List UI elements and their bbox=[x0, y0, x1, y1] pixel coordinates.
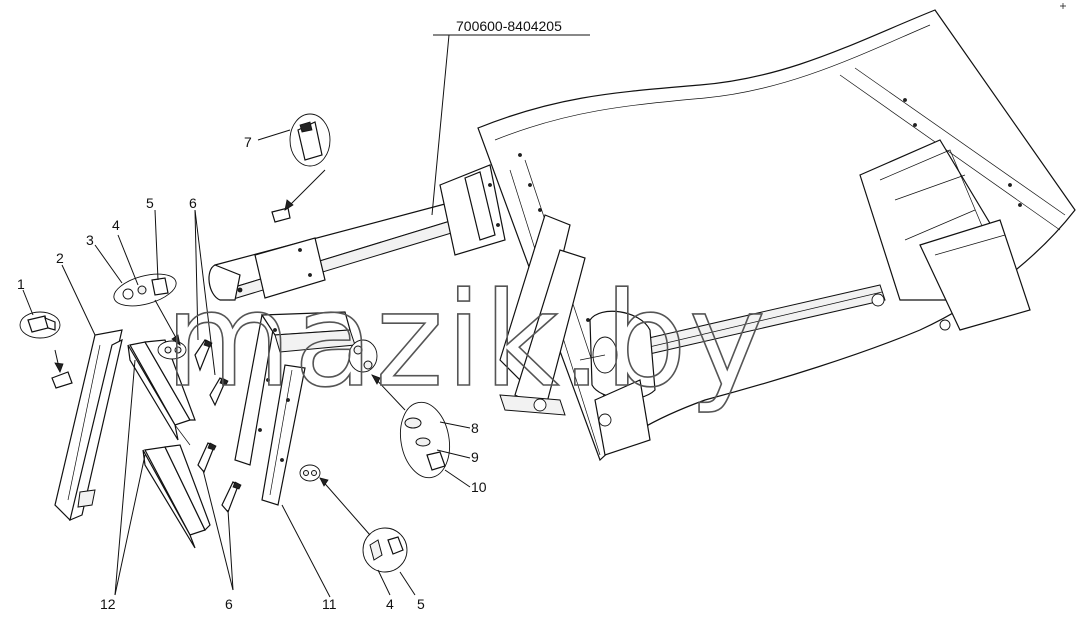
nut-4-5-lower bbox=[362, 527, 408, 573]
callout-2: 2 bbox=[56, 250, 64, 266]
fastener-set-8-9-10 bbox=[348, 339, 450, 479]
bolt-1 bbox=[19, 311, 73, 389]
assembly-number-label: 700600-8404205 bbox=[456, 18, 562, 34]
callout-1: 1 bbox=[17, 276, 25, 292]
callout-8: 8 bbox=[471, 420, 479, 436]
corner-mark bbox=[1060, 3, 1066, 9]
callout-6-top: 6 bbox=[189, 195, 197, 211]
nut-pair-mid bbox=[157, 340, 187, 360]
callout-12: 12 bbox=[100, 596, 116, 612]
callout-5: 5 bbox=[146, 195, 154, 211]
callout-11: 11 bbox=[322, 596, 337, 612]
beam-assembly bbox=[208, 164, 506, 301]
callout-4: 4 bbox=[112, 217, 120, 233]
callout-10: 10 bbox=[471, 479, 487, 495]
callout-5-bottom: 5 bbox=[417, 596, 425, 612]
small-nut-set bbox=[299, 464, 321, 482]
clip-6-group bbox=[194, 339, 242, 514]
callout-6-bottom: 6 bbox=[225, 596, 233, 612]
callout-7: 7 bbox=[244, 134, 252, 150]
watermark: mazik.by bbox=[165, 264, 768, 416]
callout-4-bottom: 4 bbox=[386, 596, 394, 612]
leader-lines bbox=[22, 34, 590, 598]
callout-3: 3 bbox=[86, 232, 94, 248]
washer-3-nut-4-5 bbox=[113, 273, 177, 307]
callout-9: 9 bbox=[471, 449, 479, 465]
frame-body bbox=[477, 9, 1076, 462]
arrowheads bbox=[54, 199, 381, 487]
bracket-2 bbox=[54, 329, 123, 522]
channel-plate-12a bbox=[127, 339, 196, 446]
bolt-7 bbox=[271, 113, 331, 223]
channel-plate-12b bbox=[142, 444, 211, 549]
